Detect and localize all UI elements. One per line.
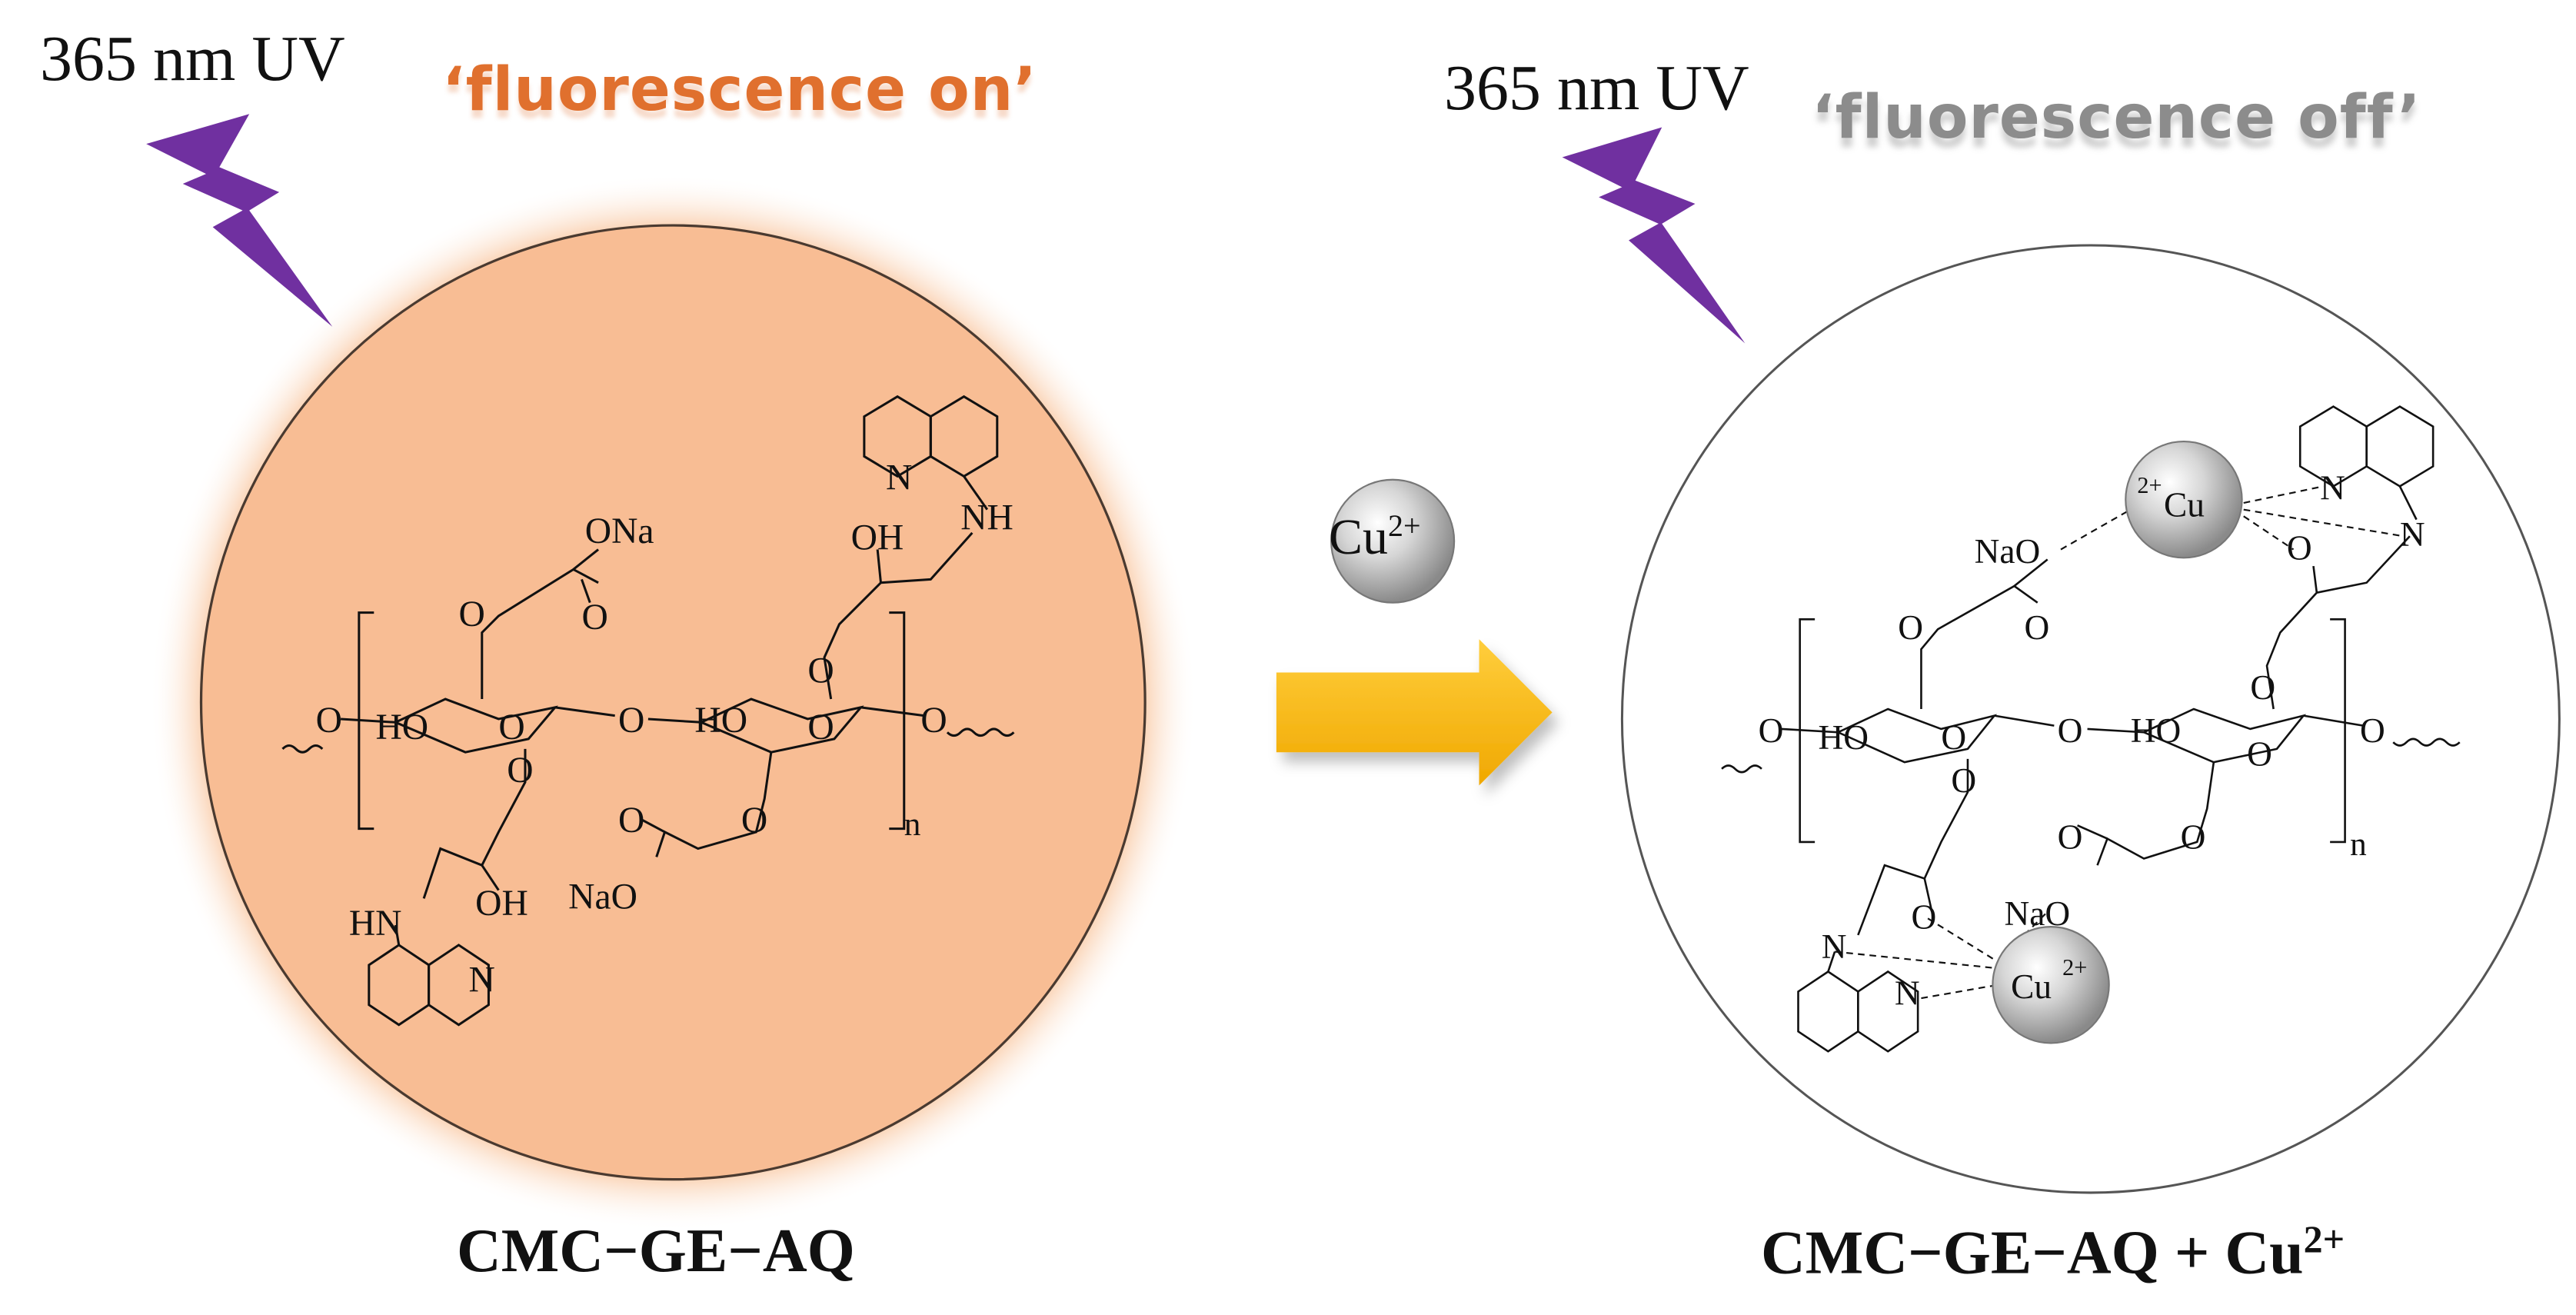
n-label: N bbox=[1895, 974, 1920, 1013]
reaction-arrow bbox=[1276, 639, 1553, 786]
nao-label: NaO bbox=[2005, 894, 2071, 933]
o-label: O bbox=[2360, 711, 2385, 750]
ona-label: ONa bbox=[585, 511, 654, 551]
left-molecule bbox=[281, 394, 1015, 1027]
o-label: O bbox=[1898, 608, 1923, 647]
lightning-icon bbox=[1562, 127, 1746, 344]
o-label: O bbox=[498, 707, 524, 747]
oh-label: OH bbox=[475, 884, 528, 924]
reagent-charge: 2+ bbox=[1388, 508, 1421, 543]
uv-label-left: 365 nm UV bbox=[40, 23, 345, 95]
n-label: N bbox=[1822, 927, 1847, 966]
o-label: O bbox=[1759, 711, 1784, 750]
ho-label: HO bbox=[2131, 711, 2182, 750]
o-label: O bbox=[1951, 761, 1976, 800]
o-label: O bbox=[741, 801, 767, 841]
o-label: O bbox=[2247, 734, 2272, 773]
o-label: O bbox=[2024, 608, 2049, 647]
o-label: O bbox=[2058, 711, 2083, 750]
right-caption: CMC−GE−AQ + Cu2+ bbox=[1761, 1217, 2345, 1287]
o-label: O bbox=[807, 707, 834, 747]
o-label: O bbox=[581, 598, 607, 638]
left-sample-circle bbox=[199, 224, 1147, 1181]
o-label: O bbox=[618, 701, 644, 741]
ho-label: HO bbox=[1818, 718, 1869, 757]
o-label: O bbox=[507, 751, 533, 791]
right-sample: NaO O O O HO O O HO O O O O O O O O NaO … bbox=[1562, 127, 2561, 1194]
cu-label: Cu bbox=[2011, 967, 2052, 1006]
hn-label: HN bbox=[349, 904, 402, 944]
o-label: O bbox=[1911, 897, 1936, 936]
o-label: O bbox=[459, 594, 485, 634]
fluorescence-on-label: ‘fluorescence on’ bbox=[442, 55, 1037, 125]
lightning-icon bbox=[146, 114, 333, 327]
nao-label: NaO bbox=[568, 877, 637, 917]
cu-ion-sphere bbox=[1330, 478, 1456, 604]
left-molecule-labels: ONa O O O HO O O HO O O O O O O NaO OH H… bbox=[316, 458, 1013, 1000]
cu-charge-label: 2+ bbox=[2137, 472, 2162, 498]
o-label: O bbox=[920, 701, 947, 741]
o-label: O bbox=[618, 801, 644, 841]
repeat-label: n bbox=[904, 806, 921, 843]
uv-label-right: 365 nm UV bbox=[1444, 52, 1749, 124]
n-label: N bbox=[2400, 515, 2425, 554]
left-sample: ONa O O O HO O O HO O O O O O O NaO OH H… bbox=[146, 114, 1197, 1231]
cu-charge-label: 2+ bbox=[2062, 954, 2087, 980]
cu-label: Cu bbox=[2164, 485, 2205, 524]
nao-label: NaO bbox=[1975, 532, 2041, 571]
o-label: O bbox=[2181, 818, 2206, 857]
ho-label: HO bbox=[694, 701, 747, 741]
ho-label: HO bbox=[375, 707, 428, 747]
cu-ion-sphere bbox=[2125, 440, 2243, 559]
repeat-label: n bbox=[2350, 826, 2367, 863]
nh-label: NH bbox=[960, 498, 1013, 538]
cu-ion-sphere bbox=[1992, 926, 2110, 1044]
o-label: O bbox=[807, 651, 834, 691]
o-label: O bbox=[316, 701, 342, 741]
n-label: N bbox=[468, 960, 494, 1000]
o-label: O bbox=[2287, 528, 2312, 567]
reagent-ion-label: Cu2+ bbox=[1329, 508, 1421, 565]
o-label: O bbox=[1941, 718, 1966, 757]
n-label: N bbox=[886, 458, 912, 498]
n-label: N bbox=[2320, 469, 2345, 508]
right-molecule bbox=[1721, 405, 2461, 1053]
left-caption: CMC−GE−AQ bbox=[457, 1217, 855, 1285]
right-molecule-labels: NaO O O O HO O O HO O O O O O O O O NaO … bbox=[1759, 469, 2425, 1013]
o-label: O bbox=[2058, 818, 2083, 857]
right-caption-charge: 2+ bbox=[2303, 1217, 2345, 1260]
oh-label: OH bbox=[851, 518, 904, 558]
fluorescence-off-label: ‘fluorescence off’ bbox=[1812, 83, 2421, 152]
o-label: O bbox=[2250, 668, 2275, 707]
